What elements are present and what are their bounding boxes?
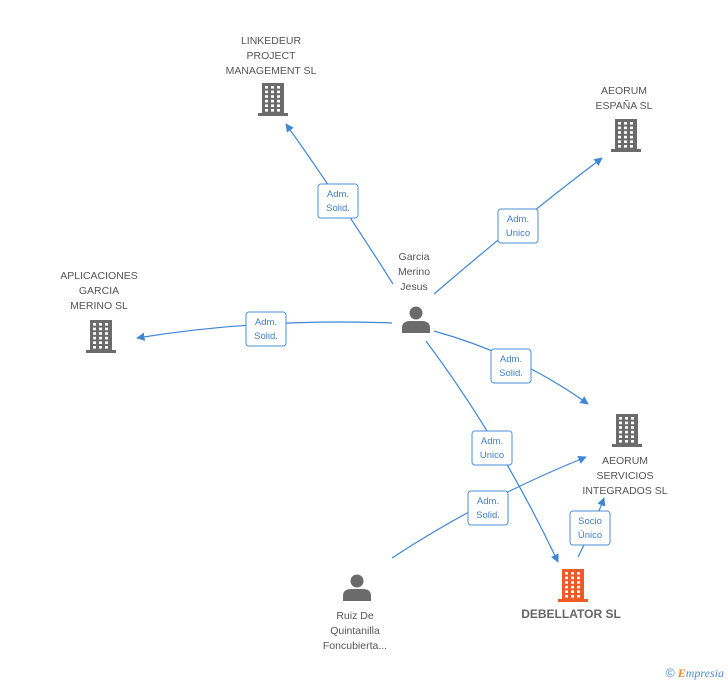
building-icon[interactable] — [611, 119, 641, 152]
node-label-aplicaciones: MERINO SL — [70, 300, 128, 312]
relation-badge-r2[interactable]: Adm. Unico — [497, 208, 539, 244]
building-icon[interactable] — [612, 414, 642, 447]
relation-label: Solid. — [476, 510, 500, 521]
relation-badge-r1[interactable]: Adm. Solid. — [317, 183, 359, 219]
node-label-ruiz: Quintanilla — [330, 625, 380, 637]
relation-label: Adm. — [255, 317, 277, 328]
relation-label: Adm. — [481, 436, 503, 447]
node-label-aeorum_servicios: SERVICIOS — [597, 470, 654, 482]
node-label-garcia: Garcia — [399, 251, 430, 263]
node-label-debellator: DEBELLATOR SL — [521, 607, 621, 621]
person-icon[interactable] — [343, 574, 371, 602]
relation-label: Adm. — [327, 189, 349, 200]
empresia-logo: © Empresia — [665, 666, 724, 680]
relation-label: Adm. — [477, 496, 499, 507]
node-label-aeorum_servicios: AEORUM — [602, 455, 648, 467]
building-icon[interactable] — [558, 569, 588, 602]
node-label-ruiz: Foncubierta... — [323, 640, 387, 652]
building-icon[interactable] — [86, 320, 116, 353]
node-label-aplicaciones: GARCIA — [79, 285, 119, 297]
relation-label: Socio — [578, 516, 602, 527]
relation-label: Único — [578, 530, 602, 541]
node-label-garcia: Merino — [398, 266, 430, 278]
node-label-linkedeur: LINKEDEUR — [241, 35, 302, 47]
relation-badge-r6[interactable]: Adm. Solid. — [467, 490, 509, 526]
node-label-aeorum_espana: ESPAÑA SL — [595, 99, 652, 112]
relation-label: Adm. — [500, 354, 522, 365]
node-label-aeorum_servicios: INTEGRADOS SL — [582, 485, 667, 497]
relation-label: Unico — [480, 450, 504, 461]
relation-label: Solid. — [499, 368, 523, 379]
node-label-linkedeur: MANAGEMENT SL — [226, 65, 317, 77]
node-label-linkedeur: PROJECT — [246, 50, 296, 62]
relation-label: Solid. — [326, 203, 350, 214]
relation-label: Unico — [506, 228, 530, 239]
node-label-aplicaciones: APLICACIONES — [60, 270, 138, 282]
node-label-ruiz: Ruiz De — [336, 610, 374, 622]
node-label-aeorum_espana: AEORUM — [601, 85, 647, 97]
relation-label: Solid. — [254, 331, 278, 342]
relation-badge-r5[interactable]: Adm. Unico — [471, 430, 513, 466]
person-icon[interactable] — [402, 306, 430, 334]
relation-badge-r4[interactable]: Adm. Solid. — [490, 348, 532, 384]
relation-label: Adm. — [507, 214, 529, 225]
relation-badge-r3[interactable]: Adm. Solid. — [245, 311, 287, 347]
building-icon[interactable] — [258, 83, 288, 116]
node-label-garcia: Jesus — [400, 281, 427, 293]
